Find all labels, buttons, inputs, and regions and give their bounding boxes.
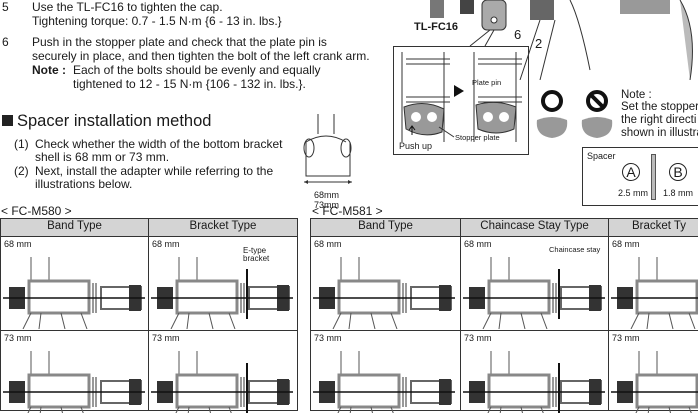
cell-label: 68 mm [4, 239, 32, 249]
column-header: Bracket Ty [609, 219, 698, 237]
table-cell: 73 mm [609, 331, 698, 411]
shell-width-68: 68mm [314, 190, 339, 200]
callout-6: 6 [514, 27, 521, 42]
bottom-bracket-shell-illustration [300, 112, 355, 190]
spacer-size-b: 1.8 mm [663, 188, 693, 198]
cell-label: 68 mm [152, 239, 180, 249]
column-header: Band Type [311, 219, 461, 237]
item-number: (2) [14, 164, 29, 178]
table-cell: 68 mm Chaincase stay [461, 237, 609, 331]
bottom-bracket-diagram [1, 249, 147, 329]
bottom-bracket-diagram [609, 343, 698, 413]
chaincase-stay-label: Chaincase stay [549, 245, 600, 254]
spacer-letter-b: B [669, 163, 687, 181]
tool-label: TL-FC16 [414, 21, 458, 33]
correct-circle-icon [543, 92, 561, 110]
spacer-letter-a: A [622, 163, 640, 181]
cell-label: 68 mm [314, 239, 342, 249]
note-label: Note : [32, 63, 66, 77]
item-text: Next, install the adapter while referrin… [35, 164, 273, 178]
spacer-bar [651, 154, 656, 200]
table-cell: 68 mm [1, 237, 149, 331]
cell-label: 68 mm [464, 239, 492, 249]
table-title-fc-m581: < FC-M581 > [312, 204, 383, 218]
figure-note-text: the right directi [621, 113, 696, 127]
table-cell: 73 mm [311, 331, 461, 411]
figure-note-text: Set the stopper [621, 100, 698, 114]
step-number: 6 [2, 35, 9, 49]
cell-label: 73 mm [152, 333, 180, 343]
bottom-bracket-diagram [311, 249, 459, 329]
cell-label: 73 mm [4, 333, 32, 343]
table-cell: 68 mm [311, 237, 461, 331]
spacer-size-a: 2.5 mm [618, 188, 648, 198]
step-text: Use the TL-FC16 to tighten the cap. [32, 0, 223, 14]
bottom-bracket-diagram [461, 249, 607, 329]
bottom-bracket-diagram [461, 343, 607, 413]
item-text: shell is 68 mm or 73 mm. [35, 150, 169, 164]
cell-label: 73 mm [612, 333, 640, 343]
bottom-bracket-diagram [149, 343, 295, 413]
column-header: Band Type [1, 219, 149, 237]
correct-incorrect-orientation-illustration [535, 88, 620, 140]
section-title: Spacer installation method [17, 112, 211, 130]
column-header: Bracket Type [149, 219, 298, 237]
column-header: Chaincase Stay Type [461, 219, 609, 237]
table-cell: 73 mm [1, 331, 149, 411]
step-number: 5 [2, 0, 9, 14]
bottom-bracket-diagram [311, 343, 459, 413]
push-up-label: Push up [399, 141, 432, 151]
section-heading: Spacer installation method [2, 112, 211, 131]
item-text: Check whether the width of the bottom br… [35, 137, 282, 151]
stopper-plate-label: Stopper plate [455, 133, 500, 142]
callout-2: 2 [535, 36, 542, 51]
cell-label: 68 mm [612, 239, 640, 249]
item-number: (1) [14, 137, 29, 151]
table-cell: 68 mm [609, 237, 698, 331]
table-cell: 73 mm [149, 331, 298, 411]
cell-label: 73 mm [464, 333, 492, 343]
table-title-fc-m580: < FC-M580 > [1, 204, 72, 218]
table-cell: 73 mm [461, 331, 609, 411]
bottom-bracket-diagram [609, 249, 698, 329]
square-bullet-icon [2, 115, 13, 126]
step-text: Tightening torque: 0.7 - 1.5 N·m {6 - 13… [32, 14, 282, 28]
note-text: Each of the bolts should be evenly and e… [73, 63, 321, 77]
item-text: illustrations below. [35, 177, 132, 191]
note-text: tightened to 12 - 15 N·m {106 - 132 in. … [73, 77, 306, 91]
spacer-title: Spacer [587, 151, 616, 161]
step-text: Push in the stopper plate and check that… [32, 35, 327, 49]
figure-note-text: shown in illustra [621, 126, 698, 140]
plate-pin-label: Plate pin [472, 78, 501, 87]
cell-label: 73 mm [314, 333, 342, 343]
bottom-bracket-diagram [1, 343, 147, 413]
spacer-legend: Spacer A 2.5 mm B 1.8 mm [582, 147, 698, 206]
step-text: securely in place, and then tighten the … [32, 49, 370, 63]
